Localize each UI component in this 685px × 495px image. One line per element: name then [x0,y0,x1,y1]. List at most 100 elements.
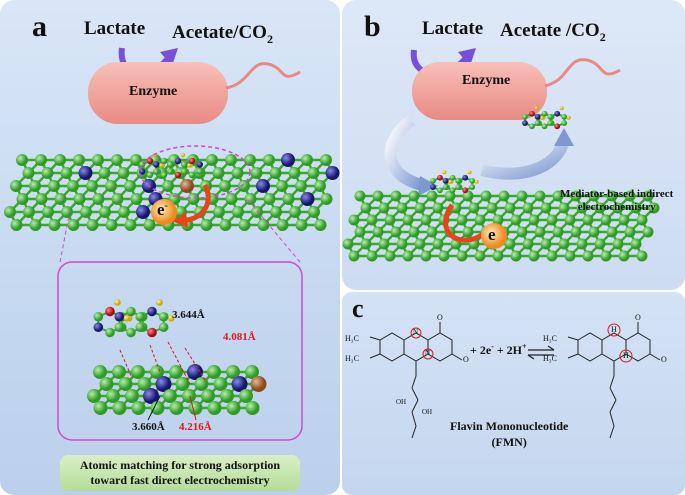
carbon-atom [432,238,444,250]
carbon-atom [118,377,133,391]
panel-b-graphics [342,48,660,262]
carbon-atom [175,377,190,391]
mediator-caption: Mediator-based indirect electrochemistry [560,188,674,213]
methyl-label-4: H₃C [543,354,557,363]
carbon-atom [226,401,241,415]
molecule-atom [181,161,188,168]
molecule-atom [174,171,182,179]
carbon-atom [112,401,127,415]
carbon-atom [612,202,624,214]
carbon-atom [105,180,117,192]
carbon-atom [480,190,492,202]
carbon-atom [558,202,570,214]
carbon-atom [642,226,654,238]
hydrogen-atom [448,179,453,184]
carbon-atom [131,401,146,415]
carbon-atom [420,214,432,226]
carbon-atom [54,154,66,166]
carbon-atom [131,365,145,379]
molecule-atom [554,123,561,130]
molecule-atom [455,177,462,184]
atom-o-right-2: O [661,355,667,364]
molecule-atom [135,322,146,333]
carbon-atom [576,202,588,214]
carbon-atom [73,154,85,166]
carbon-atom [414,238,426,250]
carbon-atom [342,238,354,250]
carbon-atom [552,190,564,202]
adsorption-caption: Atomic matching for strong adsorption to… [60,455,300,491]
carbon-atom [372,190,384,202]
carbon-atom [93,365,107,379]
molecule-atom [529,123,535,130]
hydrogen-atom [559,106,564,111]
carbon-atom [200,219,213,231]
methyl-label-2: H₃C [345,354,359,363]
carbon-atom [301,154,313,166]
carbon-atom [169,365,183,379]
atom-n-left-1: N [413,328,419,336]
carbon-atom [606,190,618,202]
molecule-atom [135,311,146,322]
nitrogen-atom [300,192,315,206]
carbon-atom [366,250,378,262]
carbon-atom [169,401,184,415]
nitrogen-atom [187,364,203,380]
carbon-atom [630,202,642,214]
carbon-atom [384,214,396,226]
carbon-atom [576,238,588,250]
acetate-label-b: Acetate /CO2 [500,20,606,44]
carbon-atom [624,226,636,238]
iron-atom [250,376,267,392]
carbon-atom [594,238,606,250]
carbon-atom [348,214,360,226]
panel-c-label: c [352,294,364,323]
carbon-atom [456,250,468,262]
carbon-atom [244,193,257,205]
carbon-atom [516,190,528,202]
lactate-label-a: Lactate [84,18,146,39]
carbon-atom [87,389,101,403]
carbon-atom [320,193,333,205]
carbon-atom [207,365,221,379]
carbon-atom [348,250,360,262]
carbon-atom [201,389,215,403]
mediator-cycle-arrow-left [384,115,424,191]
panel-c-graphics [369,322,661,439]
hydrogen-atom [467,170,472,175]
carbon-atom [270,206,282,218]
carbon-atom [16,193,29,205]
carbon-atom [41,167,54,179]
carbon-atom [432,202,444,214]
carbon-atom [93,401,108,415]
molecule-atom [158,311,169,322]
nitrogen-atom [136,205,150,219]
carbon-atom [354,226,366,238]
hydrogen-atom [123,314,131,322]
carbon-atom [426,226,438,238]
molecule-atom [547,113,554,120]
molecule-atom [158,322,169,333]
carbon-atom [150,365,164,379]
carbon-atom [125,389,139,403]
hydrogen-atom [540,115,545,120]
carbon-atom [276,180,288,192]
molecule-atom [147,306,157,317]
carbon-atom [558,238,570,250]
carbon-atom [420,250,432,262]
carbon-atom [354,190,366,202]
hydrogen-atom [114,299,121,306]
carbon-atom [528,250,540,262]
molecule-atom [437,174,443,181]
carbon-atom [106,389,120,403]
atom-o-left-2: O [463,355,469,364]
carbon-atom [92,154,104,166]
carbon-atom [384,250,396,262]
carbon-atom [378,202,390,214]
molecule-atom [437,187,443,194]
carbon-atom [372,226,384,238]
carbon-atom [462,190,474,202]
molecule-atom [167,161,174,168]
carbon-atom [320,154,332,166]
carbon-atom [390,190,402,202]
